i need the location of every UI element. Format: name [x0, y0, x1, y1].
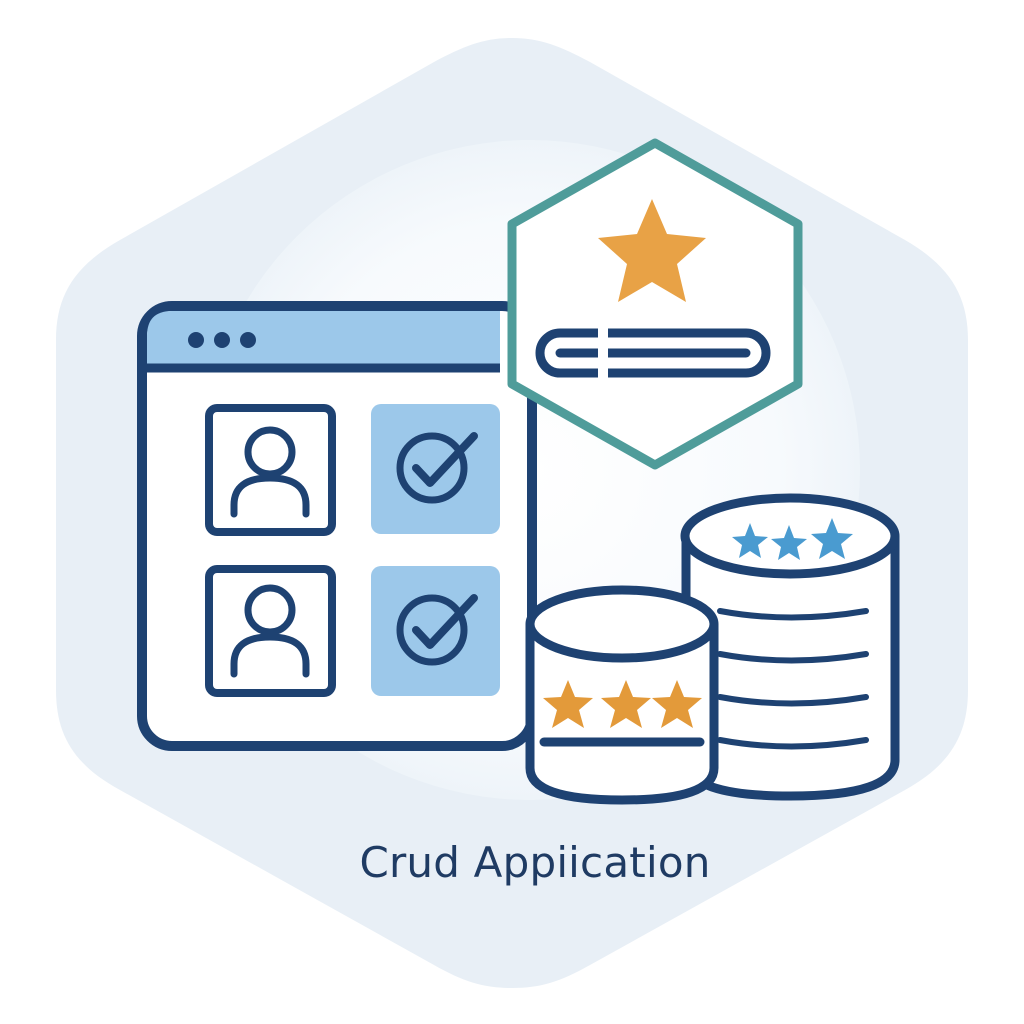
star-icon	[543, 680, 593, 728]
window-dot-icon	[240, 332, 256, 348]
user-icon	[205, 404, 336, 536]
window-dot-icon	[188, 332, 204, 348]
database-icon	[525, 585, 719, 805]
app-caption: Crud Appiication	[359, 838, 711, 887]
star-icon	[598, 199, 706, 302]
star-icon	[652, 680, 702, 728]
star-icon	[771, 525, 807, 560]
window-dot-icon	[214, 332, 230, 348]
user-icon	[205, 565, 336, 697]
star-badge-icon	[507, 138, 803, 470]
star-icon	[732, 523, 768, 558]
star-icon	[601, 680, 651, 728]
check-circle-icon	[371, 566, 500, 696]
check-circle-icon	[371, 404, 500, 534]
star-icon	[811, 518, 853, 559]
